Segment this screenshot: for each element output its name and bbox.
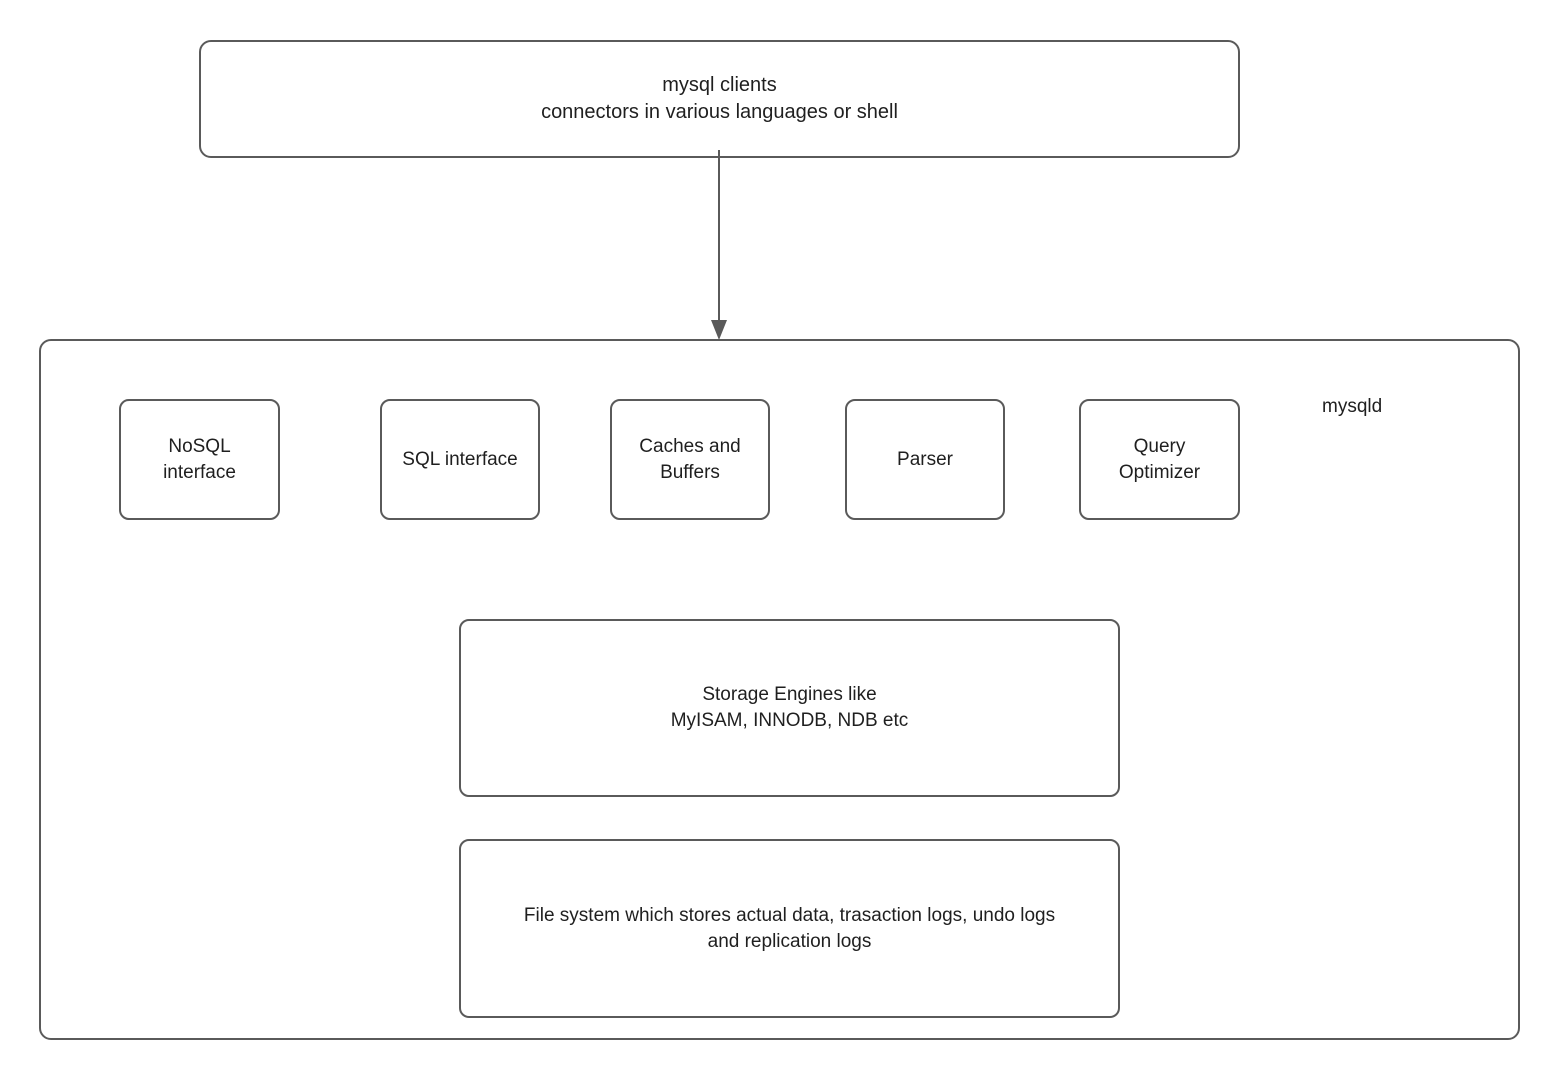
node-storage-engines-label: Storage Engines like MyISAM, INNODB, NDB… [670, 684, 909, 731]
node-query-optimizer[interactable]: Query Optimizer [1079, 399, 1240, 520]
arrow-head-icon [711, 320, 727, 340]
node-mysqld-caption: mysqld [1322, 396, 1383, 417]
node-storage-engines[interactable]: Storage Engines like MyISAM, INNODB, NDB… [459, 619, 1120, 797]
node-caches-and-buffers[interactable]: Caches and Buffers [610, 399, 770, 520]
node-sql-interface-label: SQL interface [402, 448, 518, 470]
node-file-system-label: File system which stores actual data, tr… [523, 904, 1056, 952]
node-sql-interface[interactable]: SQL interface [380, 399, 540, 520]
node-parser-label: Parser [897, 448, 953, 470]
node-nosql-interface-label: NoSQL interface [163, 435, 236, 483]
node-parser[interactable]: Parser [845, 399, 1005, 520]
node-query-optimizer-label: Query Optimizer [1118, 435, 1201, 483]
node-mysql-clients[interactable]: mysql clients connectors in various lang… [199, 40, 1240, 158]
arrow-clients-to-mysqld [711, 150, 727, 340]
node-mysql-clients-label: mysql clients connectors in various lang… [541, 74, 898, 123]
node-caches-and-buffers-label: Caches and Buffers [639, 435, 741, 483]
node-file-system[interactable]: File system which stores actual data, tr… [459, 839, 1120, 1018]
node-nosql-interface[interactable]: NoSQL interface [119, 399, 280, 520]
